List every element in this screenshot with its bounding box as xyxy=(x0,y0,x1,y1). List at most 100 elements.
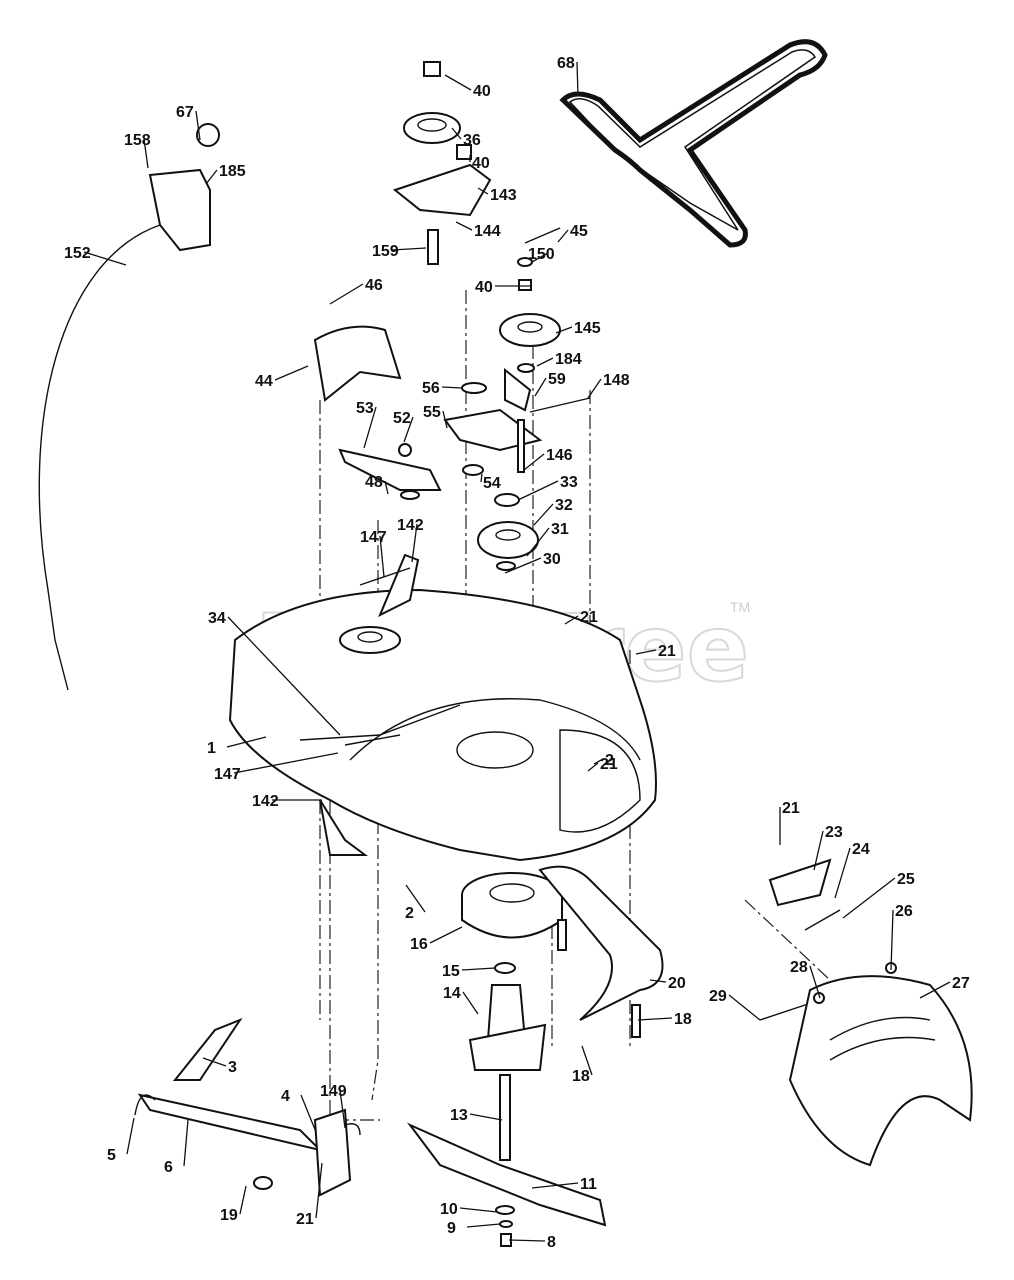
leader-line-143 xyxy=(477,187,489,195)
knob-67 xyxy=(196,123,220,147)
leader-line-159 xyxy=(391,247,427,251)
leader-line-55 xyxy=(442,410,448,429)
callout-18: 18 xyxy=(572,1068,590,1085)
leader-line-11 xyxy=(531,1182,579,1189)
callout-148: 148 xyxy=(603,372,630,389)
callout-142: 142 xyxy=(252,793,279,810)
bolt-18a xyxy=(557,919,567,951)
leader-line-21 xyxy=(315,1162,323,1219)
leader-line-52 xyxy=(403,416,414,443)
bracket-3 xyxy=(172,1017,243,1081)
leader-line-27 xyxy=(919,981,951,999)
callout-67: 67 xyxy=(176,104,194,121)
lift-cable-152 xyxy=(38,224,161,691)
spring-148 xyxy=(529,397,591,413)
pulley-32 xyxy=(477,521,539,559)
callout-144: 144 xyxy=(474,223,501,240)
callout-24: 24 xyxy=(852,841,870,858)
callout-56: 56 xyxy=(422,380,440,397)
spring-25 xyxy=(804,909,841,931)
nut-40-low xyxy=(518,279,532,291)
mandrel-housing-16 xyxy=(461,872,563,939)
leader-line-185 xyxy=(205,169,218,185)
washer-184 xyxy=(517,363,535,373)
callout-68: 68 xyxy=(557,55,575,72)
callout-158: 158 xyxy=(124,132,151,149)
leader-line-16 xyxy=(429,926,463,944)
callout-6: 6 xyxy=(164,1159,173,1176)
callout-46: 46 xyxy=(365,277,383,294)
leader-line-184 xyxy=(536,357,554,367)
callout-147: 147 xyxy=(214,766,241,783)
callout-13: 13 xyxy=(450,1107,468,1124)
callout-leaders xyxy=(83,61,951,1242)
callout-4: 4 xyxy=(281,1088,290,1105)
washer-31 xyxy=(496,561,516,571)
callout-36: 36 xyxy=(463,132,481,149)
bolt-159 xyxy=(427,229,439,265)
leader-line-21 xyxy=(635,649,657,655)
bolt-18b xyxy=(631,1004,641,1038)
leader-line-10 xyxy=(459,1207,498,1213)
blade-11 xyxy=(406,1122,607,1227)
leader-line-18 xyxy=(637,1017,673,1021)
washer-10 xyxy=(495,1205,515,1215)
pulley-145 xyxy=(499,313,561,347)
callout-2: 2 xyxy=(605,752,614,769)
leader-line-56 xyxy=(441,386,463,389)
mower-deck-1 xyxy=(228,588,657,862)
callout-34: 34 xyxy=(208,610,226,627)
callout-29: 29 xyxy=(709,988,727,1005)
callout-15: 15 xyxy=(442,963,460,980)
leader-line-34 xyxy=(227,616,341,736)
callout-5: 5 xyxy=(107,1147,116,1164)
callout-54: 54 xyxy=(483,475,501,492)
leader-line-9 xyxy=(466,1223,501,1228)
callout-52: 52 xyxy=(393,410,411,427)
leader-line-24 xyxy=(834,847,851,899)
idler-bracket-143 xyxy=(392,163,492,217)
spring-147-top xyxy=(359,567,411,586)
leader-line-6 xyxy=(183,1119,189,1167)
spring-147-low xyxy=(344,734,401,746)
callout-21: 21 xyxy=(296,1211,314,1228)
callout-20: 20 xyxy=(668,975,686,992)
callout-184: 184 xyxy=(555,351,582,368)
leader-line-149 xyxy=(339,1089,346,1129)
leader-line-45 xyxy=(557,229,569,243)
bracket-142-top xyxy=(378,553,420,618)
leader-line-46 xyxy=(329,283,364,305)
callout-19: 19 xyxy=(220,1207,238,1224)
callout-53: 53 xyxy=(356,400,374,417)
callout-8: 8 xyxy=(547,1234,556,1251)
baffle-20 xyxy=(538,865,664,1021)
callout-21: 21 xyxy=(600,756,618,773)
callout-10: 10 xyxy=(440,1201,458,1218)
leader-line-19 xyxy=(239,1185,247,1215)
bolt-146 xyxy=(517,419,525,473)
callout-21: 21 xyxy=(658,643,676,660)
clip-5 xyxy=(134,1094,156,1116)
leader-line-147 xyxy=(233,752,339,774)
callout-45: 45 xyxy=(570,223,588,240)
leader-line-14 xyxy=(462,991,479,1015)
nut-33 xyxy=(494,493,520,507)
belt-cover-44 xyxy=(313,325,402,402)
leader-line-28 xyxy=(809,965,821,999)
leader-line-54 xyxy=(480,473,483,483)
leader-line-15 xyxy=(461,967,496,971)
bracket-142-low xyxy=(319,799,368,856)
leader-line-158 xyxy=(143,138,149,169)
callout-28: 28 xyxy=(790,959,808,976)
callout-40: 40 xyxy=(473,83,491,100)
nut-40-top xyxy=(423,61,441,77)
callout-26: 26 xyxy=(895,903,913,920)
callout-3: 3 xyxy=(228,1059,237,1076)
callout-159: 159 xyxy=(372,243,399,260)
leader-line-48 xyxy=(384,480,389,495)
callout-150: 150 xyxy=(528,246,555,263)
callout-149: 149 xyxy=(320,1083,347,1100)
chute-bracket-23 xyxy=(768,858,832,907)
